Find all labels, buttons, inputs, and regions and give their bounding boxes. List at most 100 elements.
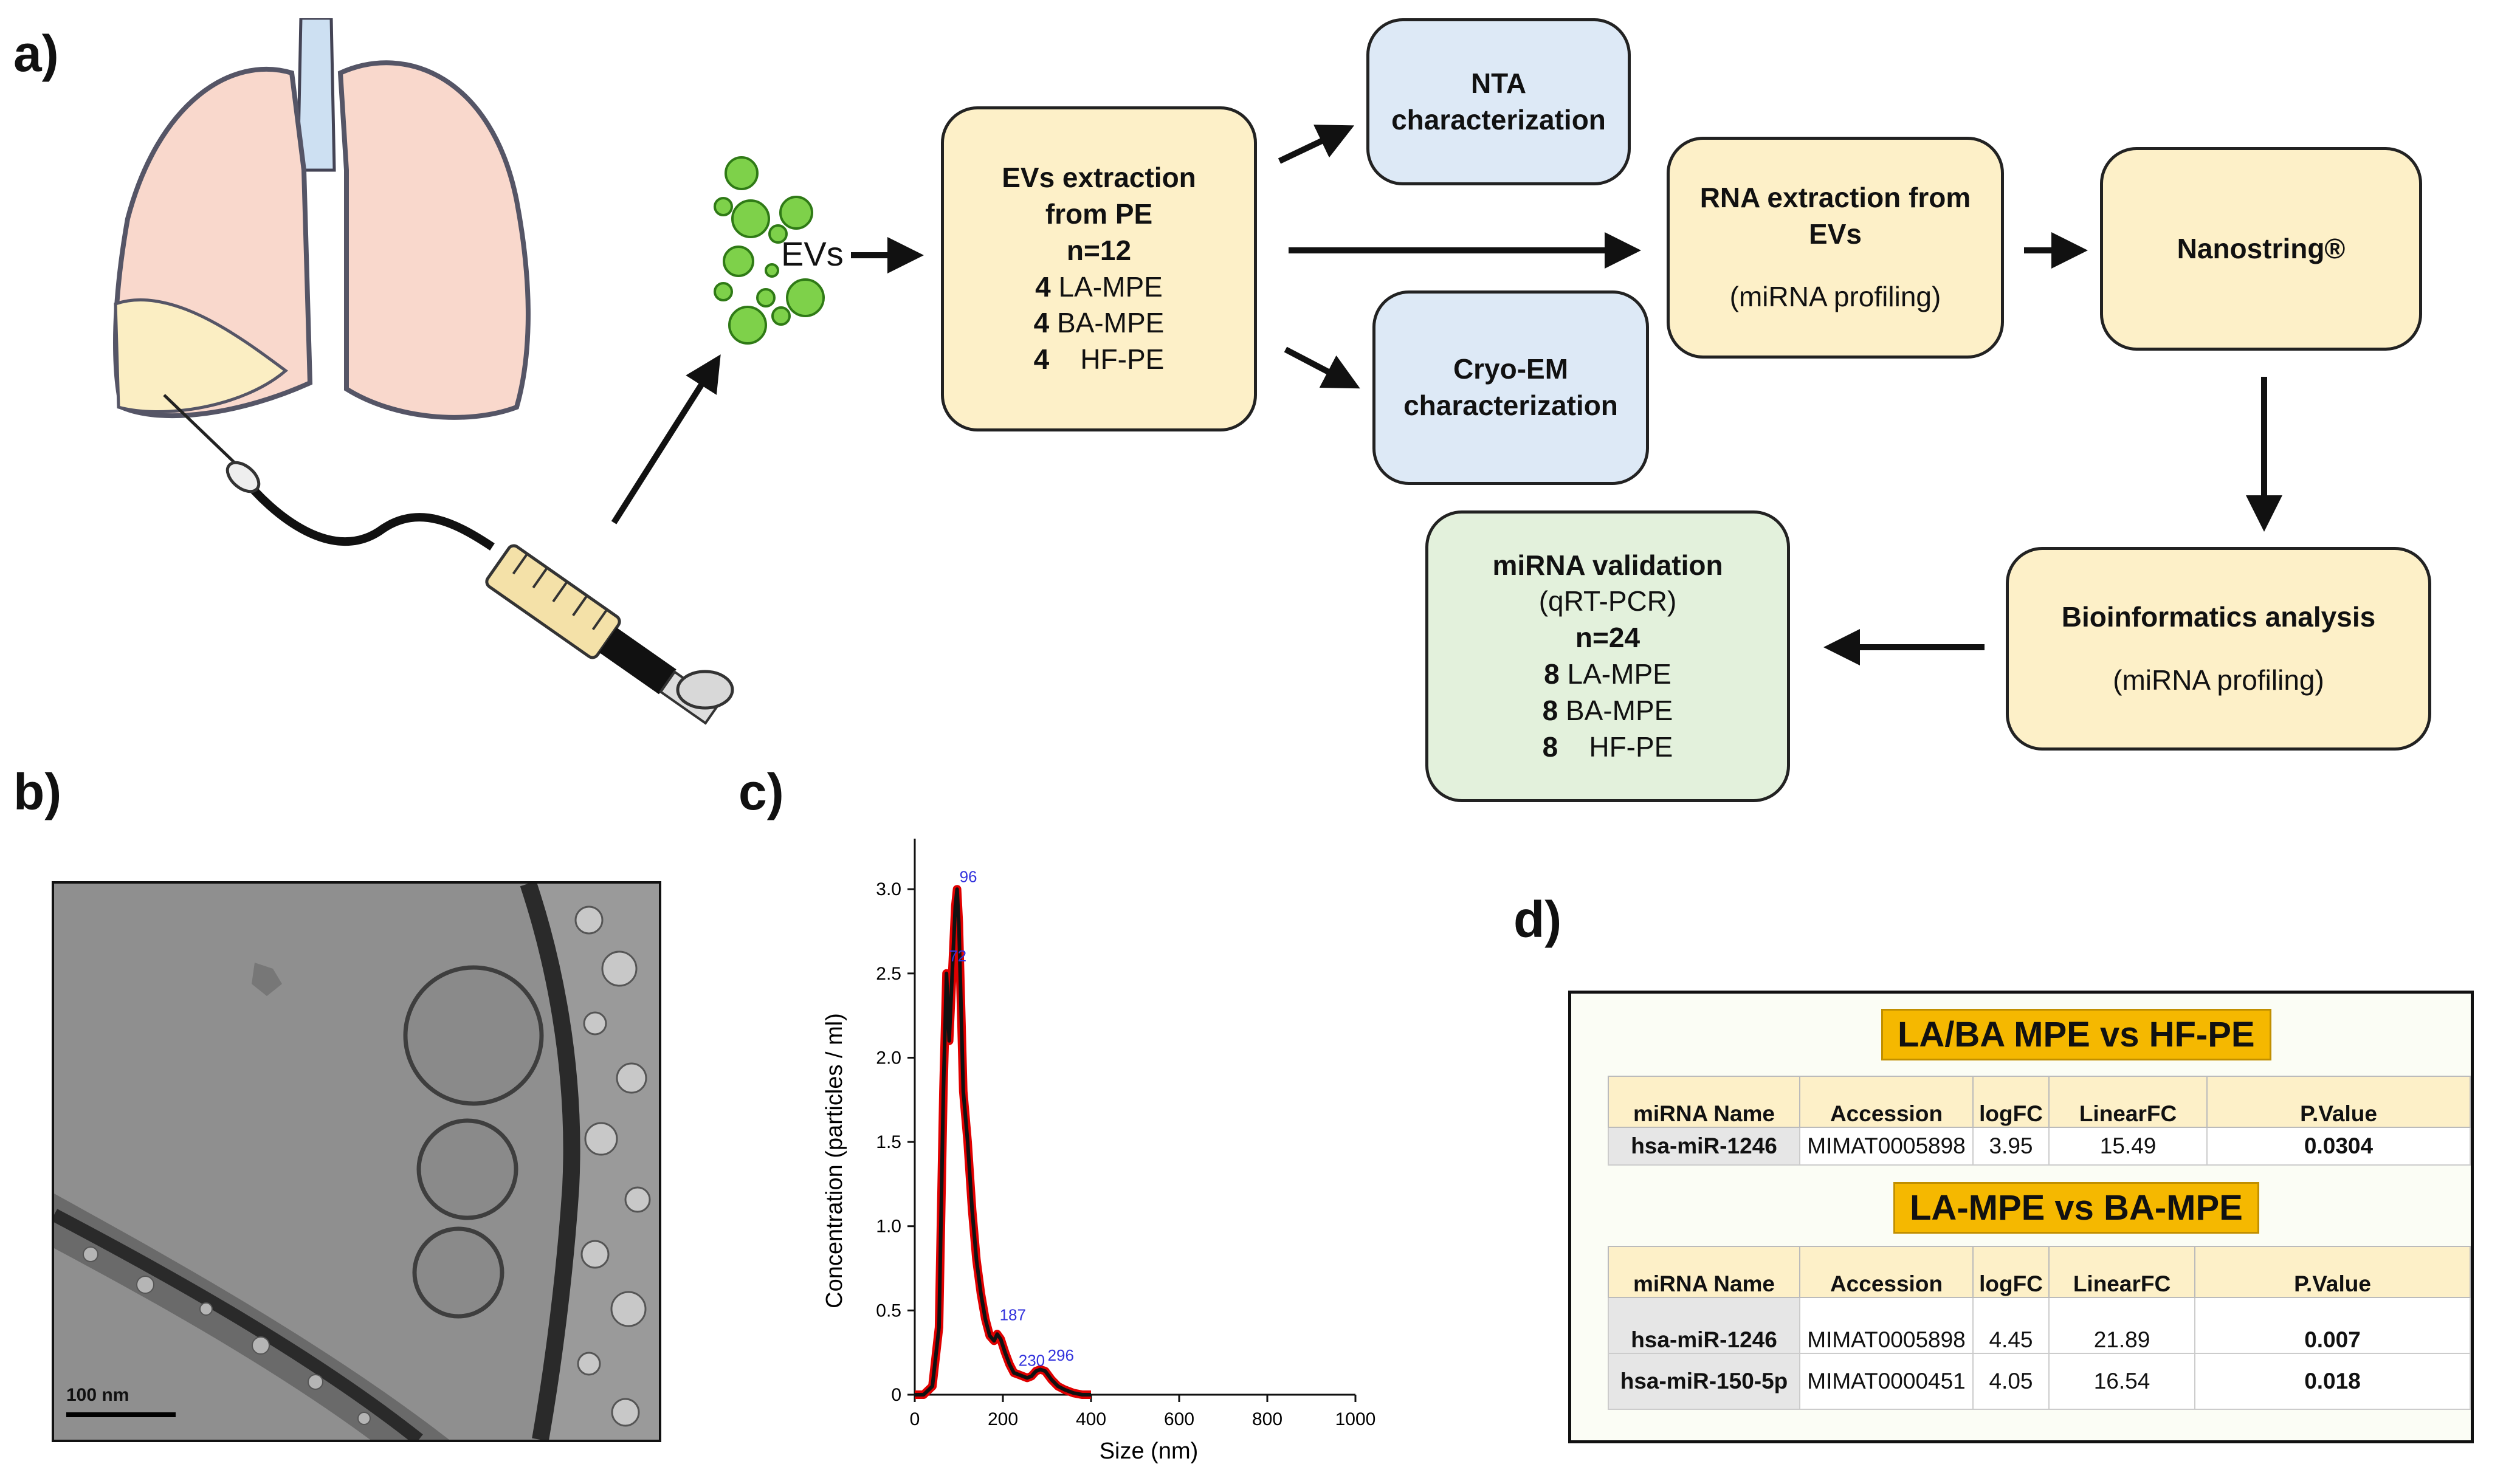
table1-header-logfc: logFC bbox=[1972, 1076, 2050, 1128]
nanostring-label: Nanostring® bbox=[2177, 232, 2346, 264]
extraction-title-1: EVs extraction bbox=[1002, 162, 1196, 194]
extraction-group-1: 4 LA-MPE bbox=[1035, 270, 1163, 303]
extraction-title-2: from PE bbox=[1045, 198, 1153, 230]
scale-bar-label: 100 nm bbox=[66, 1385, 129, 1405]
rna-box: RNA extraction from EVs (miRNA profiling… bbox=[1667, 137, 2004, 359]
table1-cell-linearfc: 15.49 bbox=[2048, 1127, 2208, 1166]
table2-header-linearfc: LinearFC bbox=[2048, 1246, 2195, 1298]
panel-label-a: a) bbox=[13, 25, 59, 82]
table2-title: LA-MPE vs BA-MPE bbox=[1893, 1182, 2259, 1234]
arrow-extraction-to-nta bbox=[1278, 125, 1355, 164]
nta-mean-line bbox=[915, 887, 1091, 1397]
table2-header-pvalue: P.Value bbox=[2194, 1246, 2471, 1298]
table2-row2-pvalue: 0.018 bbox=[2194, 1353, 2471, 1410]
cryo-em-image: 100 nm bbox=[52, 881, 661, 1442]
table1: miRNA Name Accession logFC LinearFC P.Va… bbox=[1608, 1076, 2471, 1166]
y-tick-label: 2.0 bbox=[876, 1048, 901, 1068]
table2-row2-linearfc: 16.54 bbox=[2048, 1353, 2195, 1410]
table2-header-logfc: logFC bbox=[1972, 1246, 2050, 1298]
table2-row2-accession: MIMAT0000451 bbox=[1799, 1353, 1974, 1410]
validation-group-1: 8 LA-MPE bbox=[1544, 658, 1671, 690]
peak-label: 72 bbox=[949, 947, 966, 965]
validation-box: miRNA validation (qRT-PCR) n=24 8 LA-MPE… bbox=[1425, 510, 1790, 802]
nta-size-distribution-chart: 0 200 400 600 800 1000 0 0.5 1.0 1.5 2.0 2.5 3.0 72 9… bbox=[822, 839, 1376, 1464]
rna-line-3: (miRNA profiling) bbox=[1729, 281, 1941, 313]
nanostring-box: Nanostring® bbox=[2100, 147, 2422, 351]
peak-label: 230 bbox=[1019, 1351, 1045, 1369]
y-tick-label: 0.5 bbox=[876, 1301, 901, 1321]
x-tick-label: 0 bbox=[910, 1409, 920, 1429]
arrow-extraction-to-cryo bbox=[1284, 346, 1360, 389]
y-tick-label: 1.5 bbox=[876, 1132, 901, 1152]
cryo-box: Cryo-EM characterization bbox=[1372, 290, 1649, 485]
bioinf-line-2: (miRNA profiling) bbox=[2113, 664, 2324, 696]
nta-line-1: NTA bbox=[1470, 67, 1527, 99]
validation-group-2: 8 BA-MPE bbox=[1542, 694, 1673, 726]
table2-row1-name: hsa-miR-1246 bbox=[1608, 1297, 1800, 1354]
table2-row2-logfc: 4.05 bbox=[1972, 1353, 2050, 1410]
y-axis-label: Concentration (particles / ml) bbox=[822, 1013, 847, 1308]
arrow-syringe-to-evs bbox=[611, 354, 721, 524]
rna-line-1: RNA extraction from bbox=[1699, 181, 1971, 213]
y-tick-label: 1.0 bbox=[876, 1217, 901, 1237]
extraction-group-3: 4 HF-PE bbox=[1033, 343, 1165, 376]
cryo-line-2: characterization bbox=[1403, 390, 1618, 421]
peak-label: 296 bbox=[1048, 1346, 1074, 1364]
panel-label-c: c) bbox=[738, 763, 784, 820]
extraction-n: n=12 bbox=[1066, 234, 1132, 266]
panel-label-b: b) bbox=[13, 763, 62, 820]
table-row: hsa-miR-150-5p MIMAT0000451 4.05 16.54 0… bbox=[1608, 1353, 2471, 1410]
table2-row2-name: hsa-miR-150-5p bbox=[1608, 1353, 1800, 1410]
nta-line-2: characterization bbox=[1391, 103, 1606, 136]
evs-label: EVs bbox=[781, 235, 844, 273]
table1-title: LA/BA MPE vs HF-PE bbox=[1881, 1009, 2271, 1060]
table2-row1-logfc: 4.45 bbox=[1972, 1297, 2050, 1354]
ev-particles-icon bbox=[714, 156, 825, 345]
table1-header-pvalue: P.Value bbox=[2206, 1076, 2471, 1128]
table2-row1-accession: MIMAT0005898 bbox=[1799, 1297, 1974, 1354]
validation-group-3: 8 HF-PE bbox=[1542, 730, 1673, 763]
bioinf-box: Bioinformatics analysis (miRNA profiling… bbox=[2006, 547, 2431, 751]
table1-cell-pvalue: 0.0304 bbox=[2206, 1127, 2471, 1166]
x-tick-label: 600 bbox=[1164, 1409, 1194, 1429]
table2: miRNA Name Accession logFC LinearFC P.Va… bbox=[1608, 1246, 2471, 1410]
table1-header-accession: Accession bbox=[1799, 1076, 1974, 1128]
y-tick-label: 2.5 bbox=[876, 964, 901, 984]
cryo-em-micrograph bbox=[54, 884, 659, 1440]
peak-label: 187 bbox=[1000, 1306, 1026, 1324]
table2-row1-pvalue: 0.007 bbox=[2194, 1297, 2471, 1354]
x-axis-label: Size (nm) bbox=[1100, 1438, 1199, 1464]
bioinf-line-1: Bioinformatics analysis bbox=[2061, 600, 2376, 633]
y-tick-label: 3.0 bbox=[876, 879, 901, 899]
table2-row1-linearfc: 21.89 bbox=[2048, 1297, 2195, 1354]
x-tick-label: 400 bbox=[1076, 1409, 1106, 1429]
table1-cell-logfc: 3.95 bbox=[1972, 1127, 2050, 1166]
panel-label-d: d) bbox=[1513, 891, 1562, 948]
validation-n: n=24 bbox=[1575, 622, 1640, 654]
x-tick-label: 1000 bbox=[1335, 1409, 1376, 1429]
table-row: hsa-miR-1246 MIMAT0005898 3.95 15.49 0.0… bbox=[1608, 1127, 2471, 1166]
validation-line-2: (qRT-PCR) bbox=[1538, 585, 1677, 617]
table-row: hsa-miR-1246 MIMAT0005898 4.45 21.89 0.0… bbox=[1608, 1297, 2471, 1354]
table2-header-name: miRNA Name bbox=[1608, 1246, 1800, 1298]
cryo-line-1: Cryo-EM bbox=[1453, 353, 1569, 385]
y-tick-label: 0 bbox=[891, 1385, 901, 1405]
peak-label: 96 bbox=[960, 868, 977, 886]
validation-line-1: miRNA validation bbox=[1492, 549, 1723, 581]
table2-header-row: miRNA Name Accession logFC LinearFC P.Va… bbox=[1608, 1246, 2471, 1298]
extraction-box: EVs extraction from PE n=12 4 LA-MPE 4 B… bbox=[941, 106, 1257, 431]
table2-header-accession: Accession bbox=[1799, 1246, 1974, 1298]
rna-line-2: EVs bbox=[1809, 218, 1862, 250]
extraction-group-2: 4 BA-MPE bbox=[1033, 307, 1165, 339]
table1-header-linearfc: LinearFC bbox=[2048, 1076, 2208, 1128]
table1-cell-name: hsa-miR-1246 bbox=[1608, 1127, 1800, 1166]
mirna-results-panel: LA/BA MPE vs HF-PE miRNA Name Accession … bbox=[1568, 991, 2474, 1443]
table1-header-row: miRNA Name Accession logFC LinearFC P.Va… bbox=[1608, 1076, 2471, 1128]
x-tick-label: 200 bbox=[988, 1409, 1018, 1429]
table1-header-name: miRNA Name bbox=[1608, 1076, 1800, 1128]
x-tick-label: 800 bbox=[1252, 1409, 1282, 1429]
table1-cell-accession: MIMAT0005898 bbox=[1799, 1127, 1974, 1166]
lungs-syringe-illustration bbox=[113, 18, 734, 725]
nta-box: NTA characterization bbox=[1366, 18, 1631, 185]
